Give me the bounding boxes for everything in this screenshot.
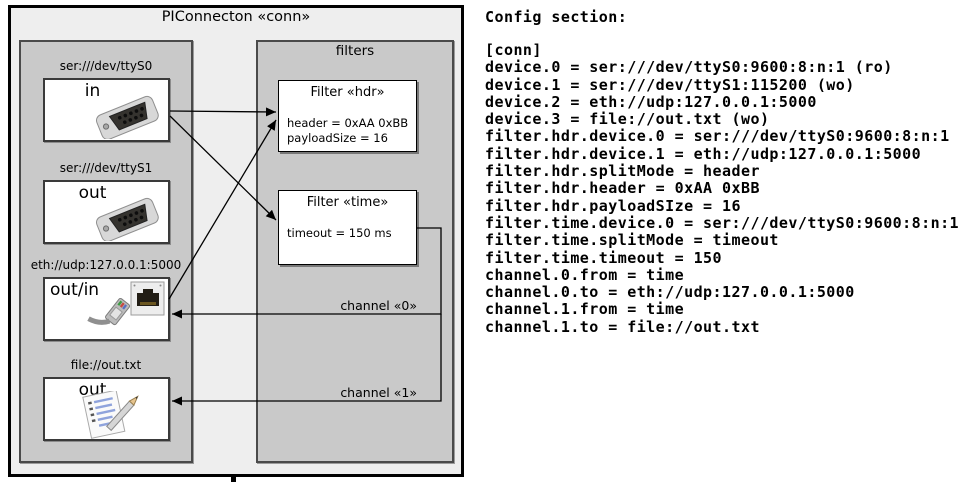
device-uri-label: ser:///dev/ttyS1: [59, 161, 153, 175]
device-box-ttys1: out: [43, 180, 170, 244]
filter-title: Filter «hdr»: [310, 85, 385, 100]
config-line: device.2 = eth://udp:127.0.0.1:5000: [485, 92, 817, 111]
device-name-label: in: [84, 81, 101, 101]
config-line: channel.0.from = time: [485, 265, 685, 284]
config-line: [conn]: [485, 41, 542, 59]
diagram-title: PIConnecton «conn»: [161, 9, 311, 25]
config-line: device.0 = ser:///dev/ttyS0:9600:8:n:1 (…: [485, 58, 893, 77]
config-lines: [conn]device.0 = ser:///dev/ttyS0:9600:8…: [485, 41, 960, 336]
config-line: channel.0.to = eth://udp:127.0.0.1:5000: [485, 283, 855, 302]
config-line: device.3 = file://out.txt (wo): [485, 110, 770, 129]
config-line: filter.hdr.device.0 = ser:///dev/ttyS0:9…: [485, 127, 950, 146]
device-box-file: out: [43, 377, 170, 441]
container-bottom-tick: [231, 476, 236, 482]
device-name-label: out: [78, 183, 107, 203]
config-line: filter.hdr.splitMode = header: [485, 162, 760, 181]
config-line: filter.time.device.0 = ser:///dev/ttyS0:…: [485, 213, 960, 232]
filter-property: header = 0xAA 0xBB: [287, 116, 409, 130]
device-box-ttys0: in: [43, 78, 170, 142]
notepad-icon: [82, 391, 139, 439]
filter-property: payloadSize = 16: [287, 131, 388, 145]
filter-property: timeout = 150 ms: [287, 226, 392, 240]
filter-time-box: Filter «time» timeout = 150 ms: [278, 190, 417, 265]
config-line: device.1 = ser:///dev/ttyS1:115200 (wo): [485, 75, 855, 94]
device-box-eth: out/in: [43, 277, 170, 341]
device-uri-label: file://out.txt: [70, 358, 142, 372]
filter-title: Filter «time»: [306, 195, 389, 210]
channel-1-label: channel «1»: [340, 385, 417, 400]
serial-connector-icon: [95, 95, 159, 139]
config-line: filter.hdr.header = 0xAA 0xBB: [485, 179, 760, 198]
filter-hdr-box: Filter «hdr» header = 0xAA 0xBB payloadS…: [278, 80, 417, 152]
config-line: filter.time.timeout = 150: [485, 248, 723, 267]
device-name-label: out/in: [50, 280, 100, 300]
config-line: filter.hdr.payloadSIze = 16: [485, 196, 741, 215]
config-line: filter.time.splitMode = timeout: [485, 231, 779, 250]
device-uri-label: eth://udp:127.0.0.1:5000: [30, 258, 182, 272]
ethernet-jack-icon: [87, 281, 165, 326]
channel-0-label: channel «0»: [340, 298, 417, 313]
config-heading: Config section:: [485, 8, 628, 26]
filters-panel-title: filters: [335, 43, 375, 59]
config-line: channel.1.from = time: [485, 300, 685, 319]
config-line: channel.1.to = file://out.txt: [485, 317, 760, 336]
config-line: filter.hdr.device.1 = eth://udp:127.0.0.…: [485, 144, 922, 163]
serial-connector-icon: [95, 197, 159, 241]
device-uri-label: ser:///dev/ttyS0: [59, 59, 153, 73]
